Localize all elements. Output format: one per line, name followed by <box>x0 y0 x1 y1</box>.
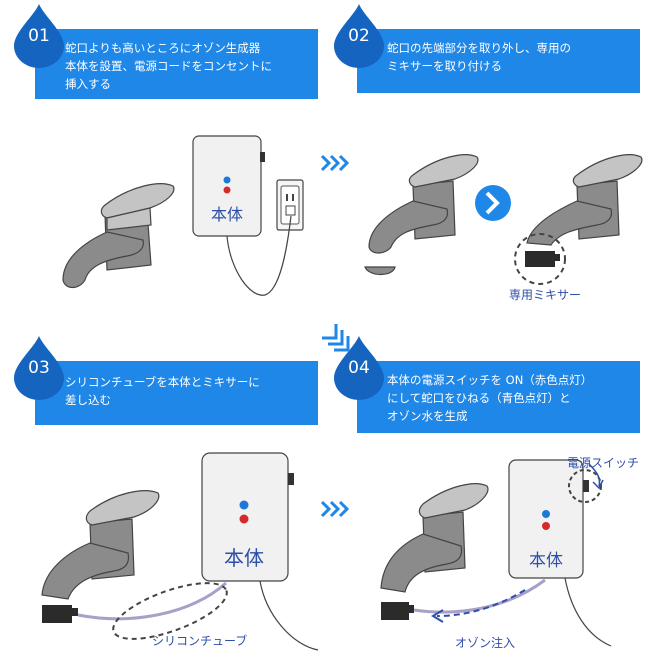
unit-label-step3: 本体 <box>224 546 264 570</box>
step-04-number: 04 <box>348 358 370 378</box>
step-03-badge: 03 <box>12 334 66 400</box>
step-01-badge: 01 <box>12 2 66 68</box>
step-02-number: 02 <box>348 26 370 46</box>
step-02-illustration <box>364 154 643 285</box>
step-02-badge: 02 <box>332 2 386 68</box>
step-03-number: 03 <box>28 358 50 378</box>
arrow-right-icon <box>475 185 511 221</box>
step-03-illustration: 本体 <box>41 452 319 651</box>
unit-label-step4: 本体 <box>529 551 563 571</box>
step-04-banner: 本体の電源スイッチを ON（赤色点灯） にして蛇口をひねる（青色点灯）と オゾン… <box>357 361 640 433</box>
next-chevrons-top <box>320 154 350 172</box>
faucet-with-mixer <box>514 154 643 285</box>
faucet-illustration <box>62 183 175 289</box>
step-03-text: シリコンチューブを本体とミキサーに 差し込む <box>65 375 260 407</box>
step-03-banner: シリコンチューブを本体とミキサーに 差し込む <box>35 361 318 425</box>
ozone-injection-caption: オゾン注入 <box>455 636 516 650</box>
unit-label-step1: 本体 <box>211 205 243 224</box>
power-outlet <box>276 179 304 231</box>
ozone-unit: 本体 <box>192 135 265 237</box>
step-02-banner: 蛇口の先端部分を取り外し、専用の ミキサーを取り付ける <box>357 29 640 93</box>
step-01-banner: 蛇口よりも高いところにオゾン生成器 本体を設置、電源コードをコンセントに 挿入す… <box>35 29 318 99</box>
faucet-with-mixer <box>41 490 160 623</box>
faucet-with-mixer <box>380 483 489 620</box>
step-04-illustration: 本体 <box>380 459 612 647</box>
ozone-unit: 本体 <box>508 459 589 579</box>
step-01-number: 01 <box>28 26 50 46</box>
faucet-without-tip <box>364 154 479 276</box>
step-01-text: 蛇口よりも高いところにオゾン生成器 本体を設置、電源コードをコンセントに 挿入す… <box>65 41 272 91</box>
step-04-text: 本体の電源スイッチを ON（赤色点灯） にして蛇口をひねる（青色点灯）と オゾン… <box>387 373 593 423</box>
mixer-caption: 専用ミキサー <box>509 288 582 302</box>
tube-caption: シリコンチューブ <box>152 634 248 648</box>
power-switch-caption: 電源スイッチ <box>567 456 640 470</box>
step-04-badge: 04 <box>332 334 386 400</box>
next-chevrons-bottom <box>320 500 350 518</box>
ozone-unit: 本体 <box>201 452 294 582</box>
next-chevrons-middle <box>322 324 350 352</box>
step-02-text: 蛇口の先端部分を取り外し、専用の ミキサーを取り付ける <box>387 41 571 73</box>
step-01-illustration: 本体 <box>62 135 304 296</box>
